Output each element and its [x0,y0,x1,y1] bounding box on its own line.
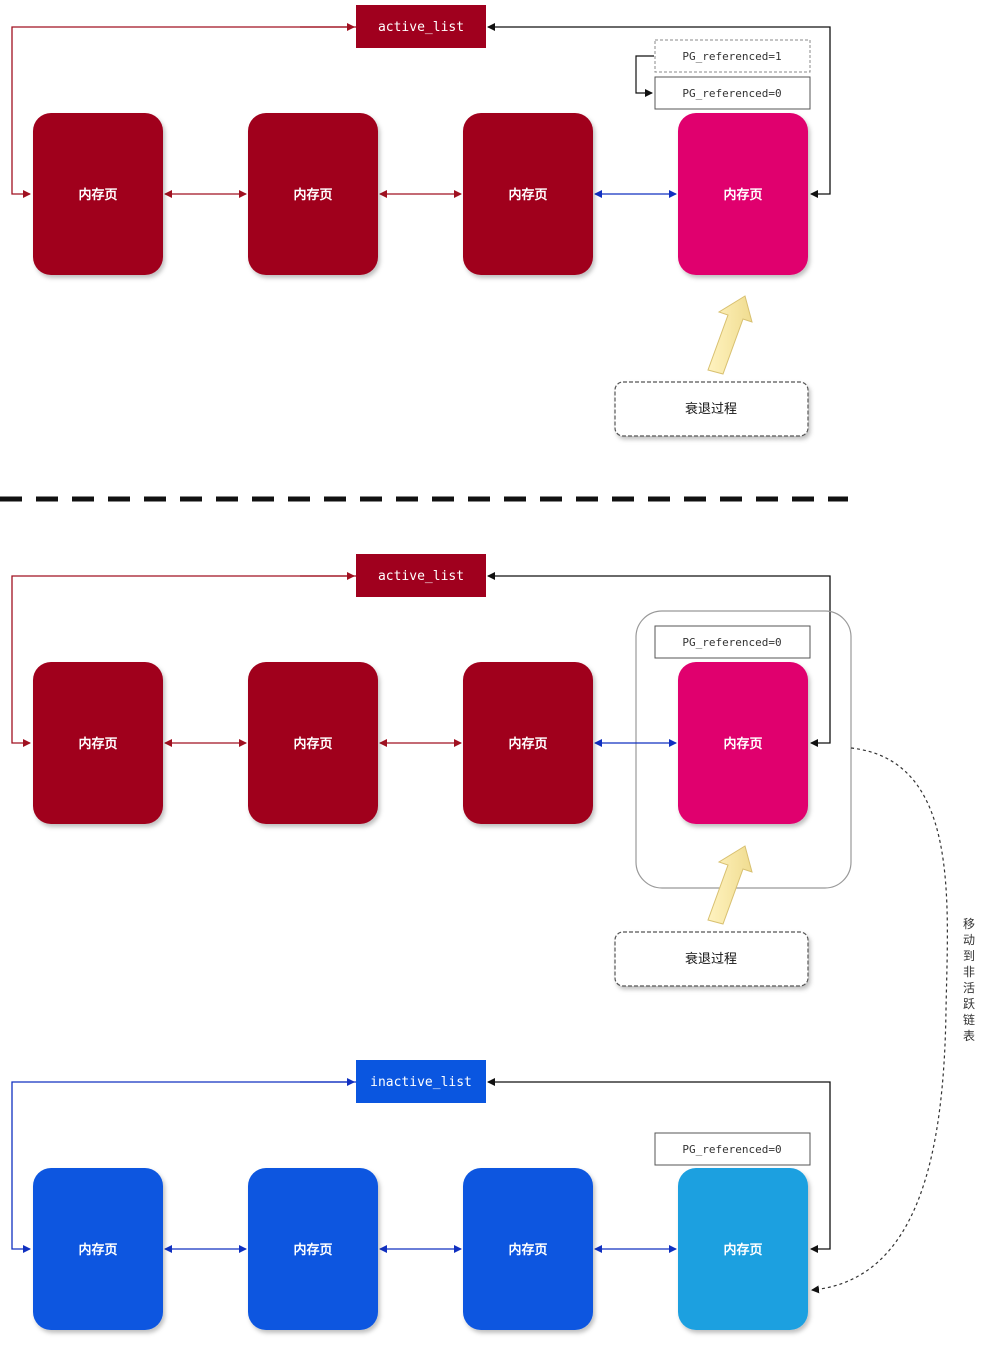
list-label-box [356,5,486,48]
memory-page [33,1168,163,1330]
memory-page [463,113,593,275]
memory-page-label: 内存页 [293,187,332,203]
memory-page-label: 内存页 [78,736,117,752]
flag: PG_referenced=0 [682,1143,781,1156]
flag-before: PG_referenced=1 [682,50,781,63]
memory-page-label: 内存页 [508,736,547,752]
list-tail-right-connector [487,572,831,747]
list-label: active_list [378,569,464,584]
section-2-active-list: active_list 内存页 内存页 内存页 内存页 PG_reference… [11,554,975,1294]
memory-page [33,113,163,275]
decay-process-label: 衰退过程 [685,401,737,417]
memory-page-highlighted [678,662,808,824]
memory-page [248,113,378,275]
flag-box-after [654,76,811,110]
list-label: active_list [378,20,464,35]
memory-page [463,662,593,824]
list-head-left-connector [11,1081,356,1253]
memory-page [33,662,163,824]
flag-box-before [654,39,811,73]
memory-page-label: 内存页 [293,736,332,752]
decay-process-box [614,381,809,437]
list-label-box [356,554,486,597]
flag: PG_referenced=0 [682,636,781,649]
move-to-inactive-arrow [811,747,948,1294]
list-label-box [356,1060,486,1103]
memory-page [248,662,378,824]
list-head-left-connector [11,26,356,198]
list-label: inactive_list [370,1075,472,1090]
flag-after: PG_referenced=0 [682,87,781,100]
list-head-left-connector [11,575,356,747]
memory-page [463,1168,593,1330]
memory-page-label: 内存页 [723,187,762,203]
decay-arrow-icon [707,295,753,375]
memory-page-label: 内存页 [293,1242,332,1258]
section-3-inactive-list: inactive_list 内存页 内存页 内存页 内存页 PG_referen… [11,1060,831,1330]
flag-transition-arrow [635,55,654,97]
memory-page-label: 内存页 [78,1242,117,1258]
selected-page-group [635,610,852,889]
section-1-active-list: active_list 内存页 内存页 内存页 内存页 PG_reference… [11,5,831,437]
memory-page-label: 内存页 [508,1242,547,1258]
move-to-inactive-label: 移动到非活跃链表 [963,917,975,1043]
memory-page-moved [678,1168,808,1330]
list-tail-right-connector [487,23,831,198]
decay-arrow-icon [707,845,753,925]
memory-page [248,1168,378,1330]
flag-box [654,625,811,659]
list-tail-right-connector [487,1078,831,1253]
memory-page-label: 内存页 [723,1242,762,1258]
memory-page-label: 内存页 [78,187,117,203]
decay-process-box [614,931,809,987]
flag-box [654,1132,811,1166]
memory-page-label: 内存页 [508,187,547,203]
memory-page-label: 内存页 [723,736,762,752]
memory-page-highlighted [678,113,808,275]
decay-process-label: 衰退过程 [685,951,737,967]
